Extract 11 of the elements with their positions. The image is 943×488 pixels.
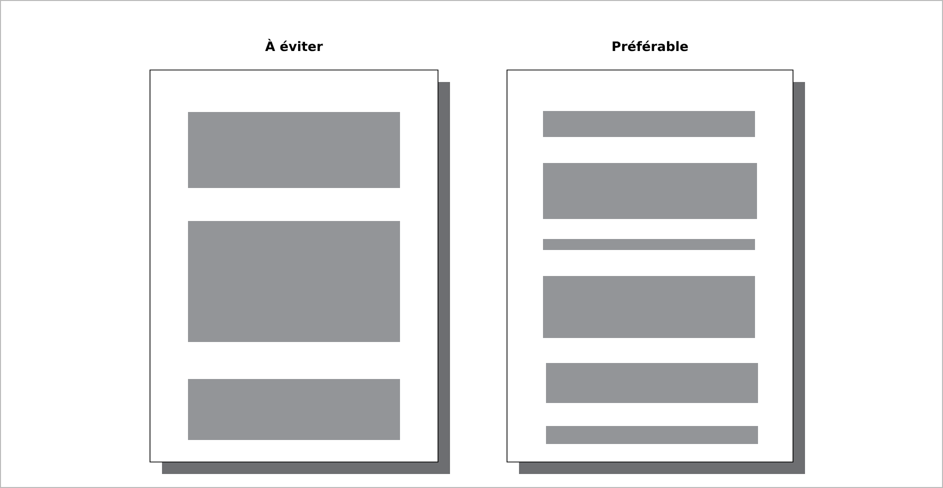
content-block: [543, 276, 755, 338]
heading: Préférable: [612, 40, 688, 52]
content-block: [546, 426, 758, 444]
content-block: [543, 163, 757, 219]
content-block: [188, 112, 400, 188]
content-block: [543, 239, 755, 250]
content-block: [188, 221, 400, 342]
content-block: [546, 363, 758, 403]
content-block: [543, 111, 755, 137]
content-block: [188, 379, 400, 440]
heading: À éviter: [265, 38, 323, 52]
